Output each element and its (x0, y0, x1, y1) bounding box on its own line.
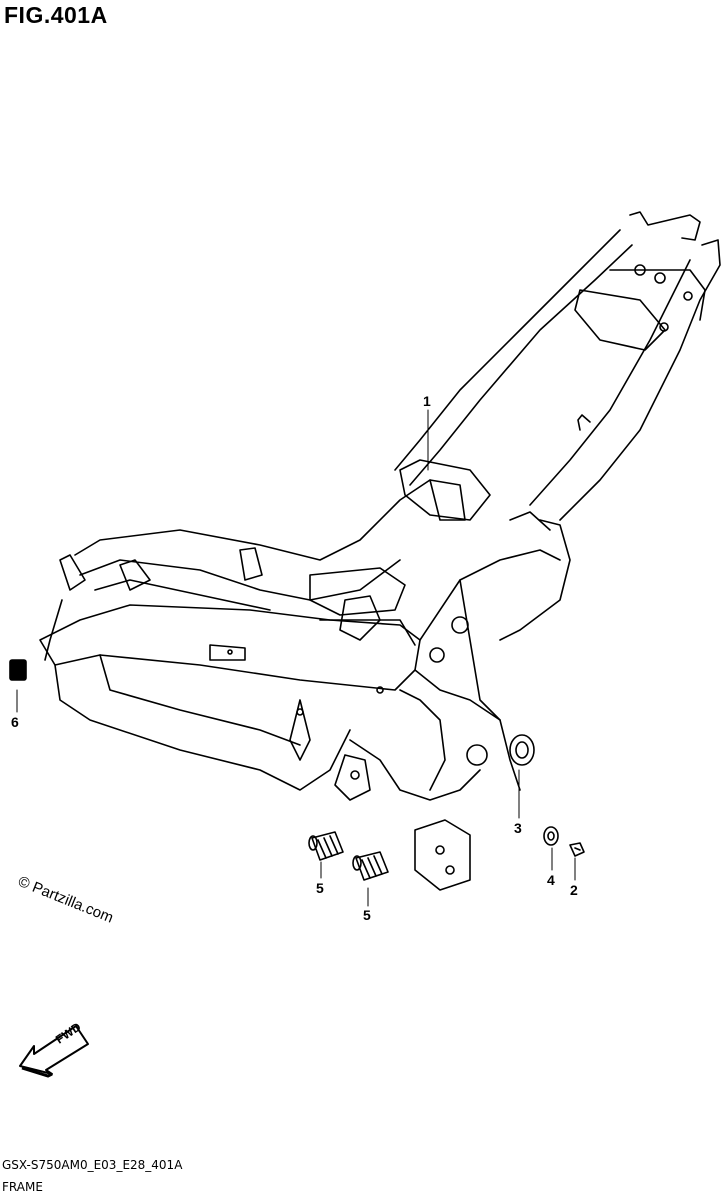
figure-title: FIG.401A (4, 2, 108, 28)
diagram-name: FRAME (2, 1180, 43, 1194)
callout-5a: 5 (316, 880, 324, 896)
part-5-bushing-b (352, 851, 389, 881)
callout-1: 1 (423, 393, 431, 409)
part-4-washer (543, 826, 559, 846)
rear-subframe (394, 211, 721, 531)
part-2-bolt (569, 842, 585, 857)
callout-4: 4 (547, 872, 555, 888)
callout-5b: 5 (363, 907, 371, 923)
part-5-bushing-a (308, 831, 344, 861)
fwd-arrow-icon (19, 1025, 89, 1078)
part-3-grommet (509, 734, 535, 766)
main-frame (39, 479, 571, 891)
callout-3: 3 (514, 820, 522, 836)
diagram-code: GSX-S750AM0_E03_E28_401A (2, 1158, 183, 1172)
part-6-cap (9, 659, 27, 681)
callout-6: 6 (11, 714, 19, 730)
callout-2: 2 (570, 882, 578, 898)
leader-lines (16, 409, 576, 907)
